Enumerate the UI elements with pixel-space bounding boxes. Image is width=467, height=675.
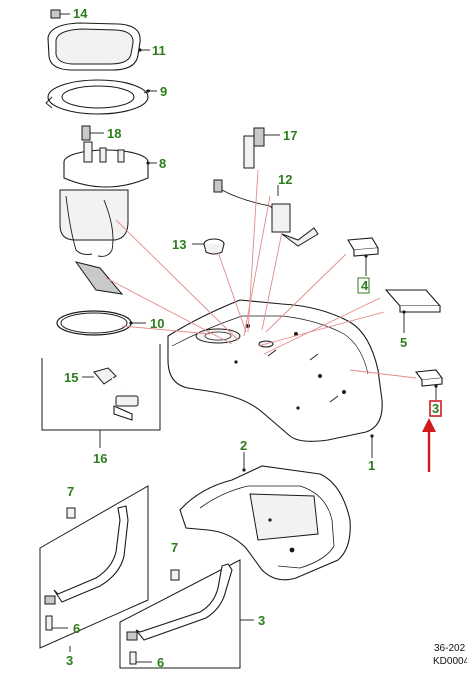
strap-right-3 [119,559,254,669]
figure-code-line2: KD0004 [433,656,467,667]
callout-6-right: 6 [157,655,164,670]
cover-plate-11 [47,22,150,71]
callout-3-left: 3 [66,653,73,668]
callout-14: 14 [73,6,88,21]
callout-4-box [357,277,370,294]
callout-7-left: 7 [67,484,74,499]
callout-4: 4 [361,278,369,293]
callout-13: 13 [172,237,186,252]
strap-left-3 [39,485,149,652]
callout-8: 8 [159,156,166,171]
connector-18 [81,125,104,141]
grommet-13 [192,238,225,255]
highlight-box [429,400,442,417]
sensor-17 [243,127,280,169]
red-arrow [422,418,436,472]
callout-17: 17 [283,128,297,143]
fitment-lines [105,169,417,379]
callout-15: 15 [64,370,78,385]
callout-16: 16 [93,451,107,466]
heat-shield-2 [179,452,351,581]
seal-ring-10 [56,310,146,336]
bolt-14 [50,9,70,19]
fuel-pump-module-8 [59,141,157,295]
callout-3-highlighted: 3 [432,401,439,416]
locking-ring-9 [45,79,157,115]
callout-1: 1 [368,458,375,473]
pad-4 [347,237,379,276]
pad-3-highlighted [414,369,444,400]
callout-3-right: 3 [258,613,265,628]
level-sender-12 [213,179,319,247]
callout-7-right: 7 [171,540,178,555]
callout-6-left: 6 [73,621,80,636]
figure-code-line1: 36-202 [434,643,466,654]
callout-10: 10 [150,316,164,331]
callout-11: 11 [152,43,166,58]
callout-2: 2 [240,438,247,453]
pad-5 [384,289,442,333]
callout-12: 12 [278,172,292,187]
callout-5: 5 [400,335,407,350]
callout-9: 9 [160,84,167,99]
fuel-tank-1 [167,299,383,458]
callout-18: 18 [107,126,121,141]
pipe-group-16 [41,344,161,448]
